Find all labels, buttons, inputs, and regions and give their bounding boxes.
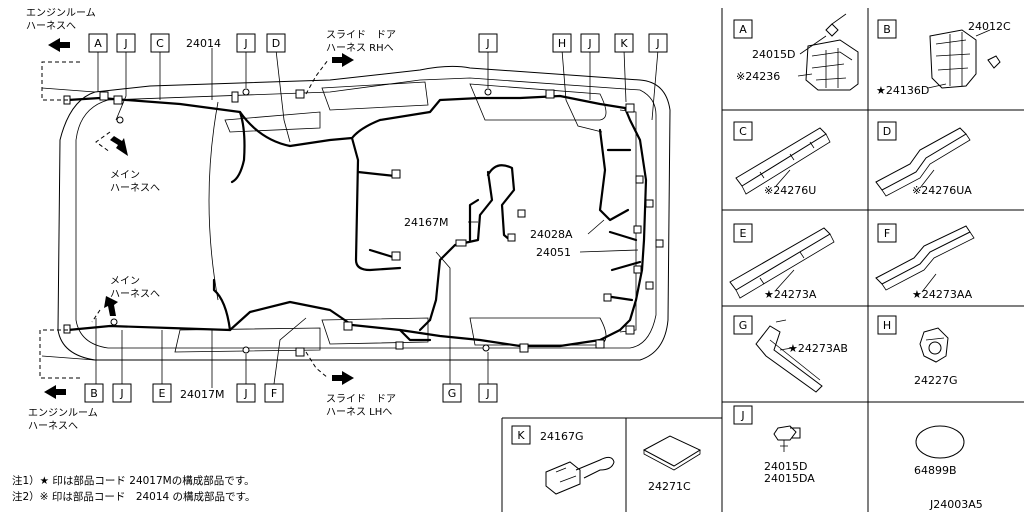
callout-label: J	[485, 387, 489, 400]
part-24051-label: 24051	[536, 246, 571, 259]
panel-letter: A	[739, 23, 747, 36]
engine-room-bottom-label-2: ハーネスへ	[28, 420, 78, 432]
panel-j: J 24015D 24015DA	[733, 405, 815, 485]
callouts-top: A J C J D J H J K J	[88, 33, 668, 53]
panel-letter: E	[740, 227, 747, 240]
panel-c: C ※24276U	[733, 121, 831, 197]
leader-lines	[95, 48, 659, 388]
main-bottom-label-1: メイン	[110, 276, 140, 287]
part-number: 24015D	[764, 460, 807, 473]
part-number: 64899B	[914, 464, 957, 477]
callout-label: G	[448, 387, 457, 400]
main-top-label-2: ハーネスへ	[110, 182, 160, 194]
slide-lh-label-2: ハーネス LHへ	[326, 406, 392, 418]
slide-rh-label-2: ハーネス RHへ	[326, 42, 394, 54]
panel-f: F ★24273AA	[875, 223, 975, 301]
panel-letter: C	[739, 125, 747, 138]
engine-room-top-label-2: ハーネスへ	[26, 20, 76, 32]
part-24017M-label: 24017M	[180, 388, 224, 401]
callout-label: C	[156, 37, 164, 50]
part-number: 24271C	[648, 480, 691, 493]
callout-label: E	[159, 387, 166, 400]
slide-rh-label-1: スライド ドア	[326, 29, 396, 41]
main-top-label-1: メイン	[110, 170, 140, 181]
panel-letter: K	[517, 429, 525, 442]
parts-table	[501, 8, 1024, 512]
panel-k: K 24167G	[511, 425, 615, 495]
callout-label: J	[655, 37, 659, 50]
panel-b: B 24012C ★24136D	[876, 19, 1011, 97]
part-24028A-label: 24028A	[530, 228, 573, 241]
panel-g: G ★24273AB	[733, 315, 848, 393]
part-number: 24227G	[914, 374, 958, 387]
engine-room-top-label-1: エンジンルーム	[26, 7, 96, 19]
panel-e: E ★24273A	[729, 223, 835, 301]
panel-letter: B	[883, 23, 891, 36]
panel-24271c: 24271C	[642, 435, 702, 493]
part-24014-label: 24014	[186, 37, 221, 50]
diagram-id: J24003A5	[929, 498, 983, 511]
panel-letter: H	[883, 319, 891, 332]
part-number: ※24276UA	[912, 184, 972, 197]
panel-h: H 24227G	[877, 315, 958, 387]
callout-label: J	[119, 387, 123, 400]
part-number: ★24273AA	[912, 288, 973, 301]
part-number: 24167G	[540, 430, 584, 443]
diagram-labels: エンジンルーム ハーネスへ メイン ハーネスへ メイン ハーネスへ エンジンルー…	[12, 7, 573, 503]
engine-room-bottom-label-1: エンジンルーム	[28, 407, 98, 419]
part-number: ★24273AB	[788, 342, 848, 355]
panel-letter: F	[884, 227, 890, 240]
callout-label: J	[243, 387, 247, 400]
part-number: ★24273A	[764, 288, 817, 301]
part-number: ★24136D	[876, 84, 929, 97]
callout-label: A	[94, 37, 102, 50]
callout-label: J	[243, 37, 247, 50]
slide-lh-label-1: スライド ドア	[326, 393, 396, 405]
part-24167M-label: 24167M	[404, 216, 448, 229]
part-number: 24015DA	[764, 472, 815, 485]
callout-label: K	[620, 37, 628, 50]
part-number: 24015D	[752, 48, 795, 61]
part-number: 24012C	[968, 20, 1011, 33]
panel-letter: D	[883, 125, 891, 138]
callout-label: J	[123, 37, 127, 50]
harness-wires	[66, 94, 648, 348]
panel-a: A 24015D ※24236	[733, 13, 859, 91]
main-bottom-label-2: ハーネスへ	[110, 288, 160, 300]
panel-letter: G	[739, 319, 748, 332]
callout-label: J	[587, 37, 591, 50]
callout-label: D	[272, 37, 280, 50]
callout-label: B	[90, 387, 98, 400]
note-1: 注1）★ 印は部品コード 24017Mの構成部品です。	[12, 474, 255, 487]
part-number: ※24236	[736, 70, 780, 83]
callout-label: F	[271, 387, 277, 400]
panel-letter: J	[740, 409, 744, 422]
part-number: ※24276U	[764, 184, 816, 197]
callout-label: H	[558, 37, 566, 50]
callouts-bottom: B J E J F G J	[84, 383, 498, 403]
direction-arrows	[39, 38, 354, 399]
panel-d: D ※24276UA	[875, 121, 972, 197]
note-2: 注2）※ 印は部品コード 24014 の構成部品です。	[12, 490, 256, 503]
callout-label: J	[485, 37, 489, 50]
panel-64899b: 64899B	[914, 425, 965, 477]
